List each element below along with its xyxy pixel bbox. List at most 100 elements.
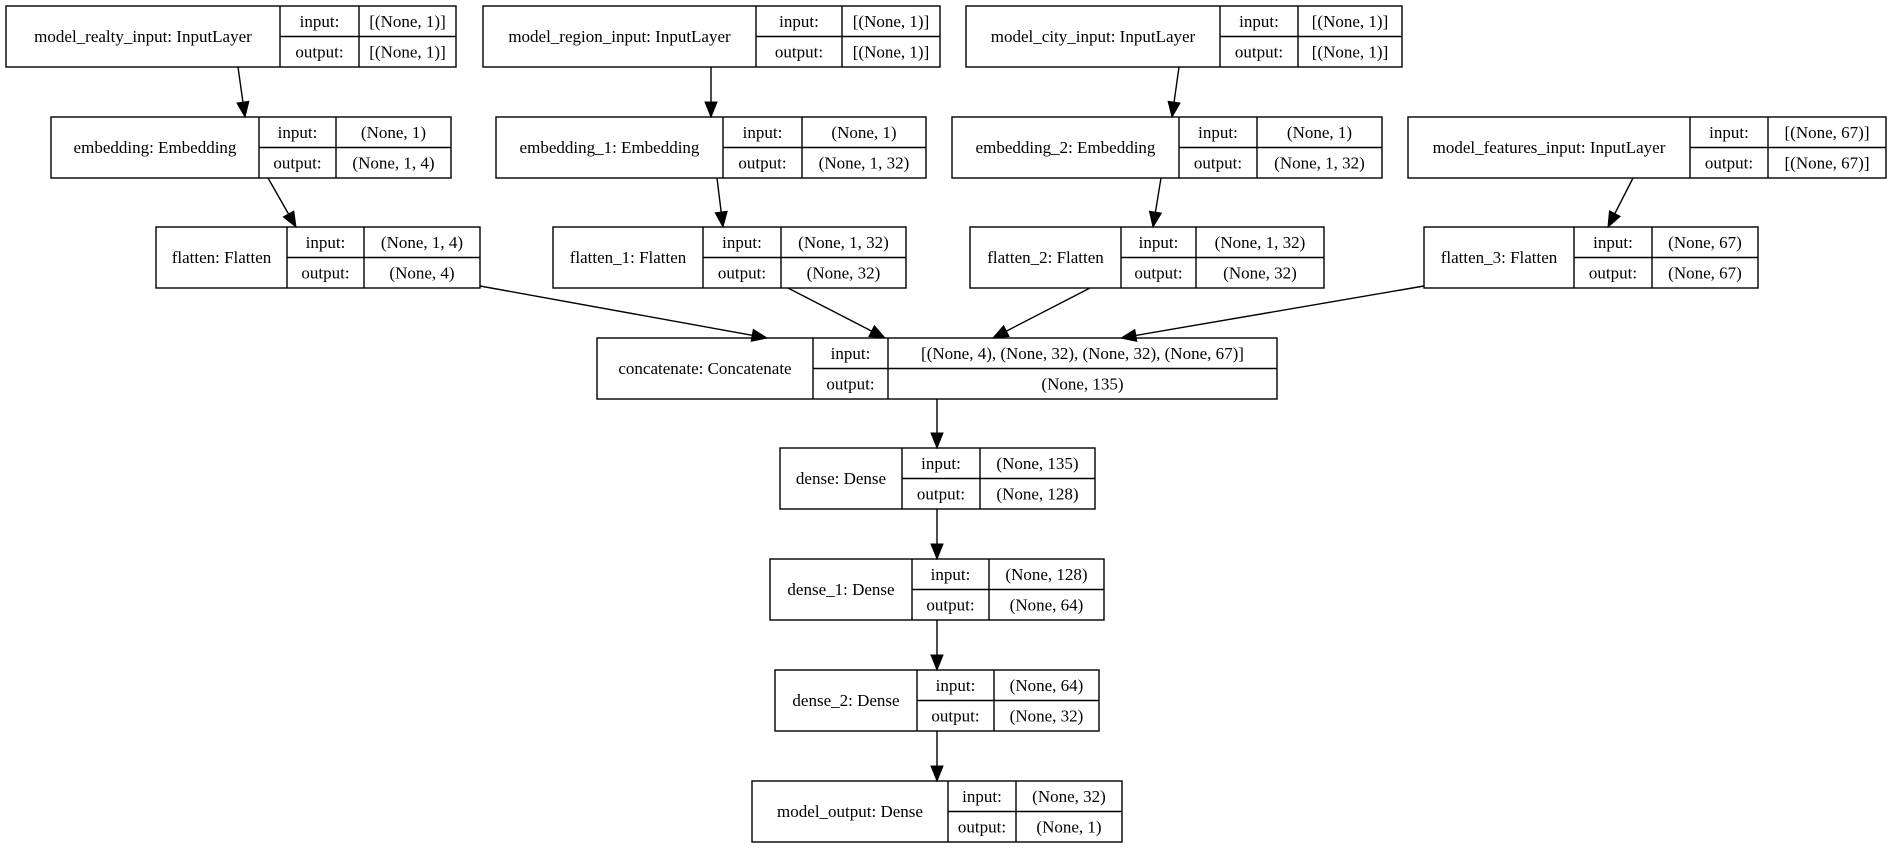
arrowhead-icon xyxy=(704,101,718,119)
edge-line xyxy=(1614,177,1634,214)
edge-concatenate-to-dense xyxy=(930,399,944,450)
layer-name: flatten_2: Flatten xyxy=(987,248,1104,267)
input-label: input: xyxy=(921,454,961,473)
edge-flatten-to-concatenate xyxy=(479,285,769,342)
output-label: output: xyxy=(295,42,343,61)
input-shape: (None, 128) xyxy=(1005,565,1087,584)
layer-name: dense_2: Dense xyxy=(792,691,899,710)
input-shape: (None, 1) xyxy=(831,123,896,142)
output-label: output: xyxy=(1194,153,1242,172)
layer-node-realty_input: model_realty_input: InputLayerinput:outp… xyxy=(5,5,457,68)
layer-name: model_features_input: InputLayer xyxy=(1433,138,1666,157)
layer-name: flatten_3: Flatten xyxy=(1441,248,1558,267)
input-shape: (None, 1, 4) xyxy=(381,233,463,252)
arrowhead-icon xyxy=(1167,100,1181,119)
output-label: output: xyxy=(301,263,349,282)
output-shape: (None, 32) xyxy=(1223,263,1297,282)
input-label: input: xyxy=(831,344,871,363)
arrowhead-icon xyxy=(930,654,944,672)
output-shape: (None, 1, 32) xyxy=(819,153,910,172)
input-shape: (None, 1) xyxy=(361,123,426,142)
layer-node-dense_2: dense_2: Dense input: output: (None, 64) (No… xyxy=(774,669,1100,732)
arrowhead-icon xyxy=(930,432,944,450)
arrowhead-icon xyxy=(991,324,1010,339)
input-label: input: xyxy=(931,565,971,584)
edge-realty_input-to-embedding xyxy=(236,66,250,119)
input-shape: (None, 64) xyxy=(1010,676,1084,695)
output-label: output: xyxy=(718,263,766,282)
edge-city_input-to-embedding_2 xyxy=(1167,66,1181,119)
edge-region_input-to-embedding_1 xyxy=(704,67,718,119)
arrowhead-icon xyxy=(930,765,944,783)
arrowhead-icon xyxy=(1148,210,1163,229)
output-label: output: xyxy=(738,153,786,172)
input-label: input: xyxy=(936,676,976,695)
input-label: input: xyxy=(1709,123,1749,142)
output-shape: (None, 32) xyxy=(807,263,881,282)
edge-flatten_3-to-concatenate xyxy=(1119,285,1425,343)
output-label: output: xyxy=(958,817,1006,836)
edge-dense-to-dense_1 xyxy=(930,509,944,561)
output-shape: (None, 67) xyxy=(1668,263,1742,282)
input-shape: (None, 1, 32) xyxy=(1215,233,1306,252)
output-label: output: xyxy=(1134,263,1182,282)
edge-embedding_2-to-flatten_2 xyxy=(1148,177,1163,229)
edge-line xyxy=(787,287,872,332)
input-label: input: xyxy=(1593,233,1633,252)
edge-line xyxy=(479,285,753,337)
edge-features_input-to-flatten_3 xyxy=(1607,177,1634,229)
input-shape: (None, 135) xyxy=(996,454,1078,473)
input-shape: [(None, 4), (None, 32), (None, 32), (Non… xyxy=(921,344,1244,363)
layer-name: model_city_input: InputLayer xyxy=(991,27,1196,46)
input-label: input: xyxy=(306,233,346,252)
edge-line xyxy=(1154,177,1162,213)
layer-node-flatten_1: flatten_1: Flatten input: output: (None, 1,… xyxy=(552,226,907,289)
input-shape: (None, 1, 32) xyxy=(798,233,889,252)
edge-embedding-to-flatten xyxy=(267,177,297,229)
output-label: output: xyxy=(1235,42,1283,61)
input-label: input: xyxy=(1239,12,1279,31)
layer-name: model_region_input: InputLayer xyxy=(508,27,731,46)
layer-node-city_input: model_city_input: InputLayer input: output… xyxy=(965,5,1403,68)
input-label: input: xyxy=(779,12,819,31)
edges-layer xyxy=(236,66,1634,783)
layer-name: flatten: Flatten xyxy=(172,248,272,267)
output-label: output: xyxy=(931,706,979,725)
arrowhead-icon xyxy=(750,328,769,342)
input-label: input: xyxy=(962,787,1002,806)
input-shape: (None, 67) xyxy=(1668,233,1742,252)
output-shape: (None, 1, 32) xyxy=(1274,153,1365,172)
layer-node-embedding: embedding: Embeddinginput:output:(None, … xyxy=(50,116,452,179)
edge-flatten_2-to-concatenate xyxy=(991,287,1091,339)
output-label: output: xyxy=(775,42,823,61)
layer-name: embedding: Embedding xyxy=(74,138,237,157)
layer-name: model_output: Dense xyxy=(777,802,923,821)
arrowhead-icon xyxy=(930,543,944,561)
input-shape: [(None, 1)] xyxy=(1312,12,1388,31)
input-shape: [(None, 1)] xyxy=(853,12,929,31)
input-label: input: xyxy=(743,123,783,142)
layer-node-flatten: flatten: Flatten input: output: (None, 1, 4… xyxy=(155,226,481,289)
output-shape: (None, 64) xyxy=(1010,595,1084,614)
layer-name: model_realty_input: InputLayer xyxy=(34,27,252,46)
input-label: input: xyxy=(1198,123,1238,142)
output-label: output: xyxy=(926,595,974,614)
output-label: output: xyxy=(917,484,965,503)
output-shape: (None, 1) xyxy=(1036,817,1101,836)
output-shape: [(None, 1)] xyxy=(1312,42,1388,61)
output-shape: (None, 32) xyxy=(1010,706,1084,725)
arrowhead-icon xyxy=(868,324,887,339)
output-label: output: xyxy=(1705,153,1753,172)
edge-flatten_1-to-concatenate xyxy=(787,287,887,339)
input-label: input: xyxy=(722,233,762,252)
arrowhead-icon xyxy=(714,210,728,229)
layer-node-embedding_1: embedding_1: Embeddinginput:output:(None… xyxy=(495,116,927,179)
arrowhead-icon xyxy=(1607,210,1622,229)
layer-name: flatten_1: Flatten xyxy=(570,248,687,267)
output-label: output: xyxy=(273,153,321,172)
